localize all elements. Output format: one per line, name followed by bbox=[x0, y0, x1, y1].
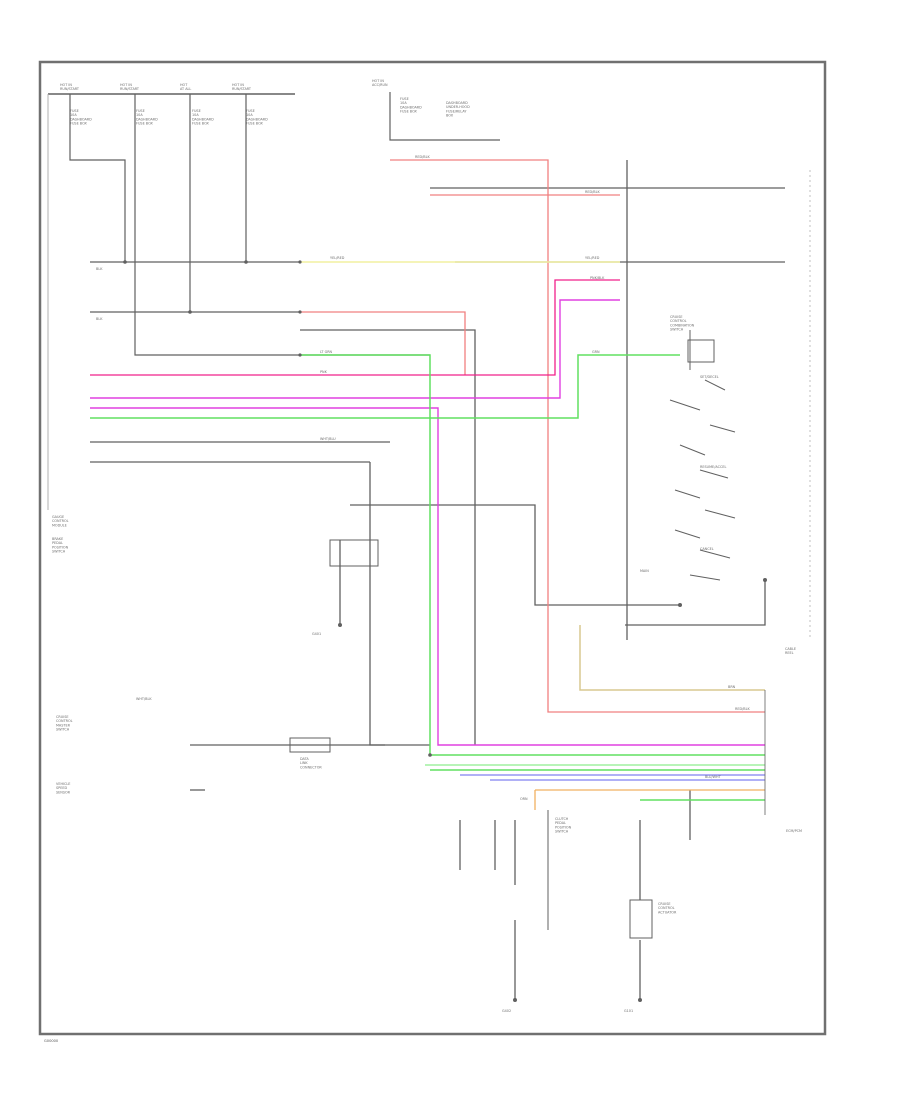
blue-wires bbox=[460, 774, 765, 781]
wire-label-yel-2: YEL/RED bbox=[585, 256, 600, 260]
wire-label-wht-1: WHT/BLU bbox=[320, 437, 336, 441]
component-ground-1: G401 bbox=[312, 632, 321, 636]
wire-label-wht-2: WHT/BLK bbox=[136, 697, 152, 701]
component-ground-2: G402 bbox=[502, 1009, 511, 1013]
connector-dots bbox=[123, 260, 767, 1002]
combination-switch-contacts bbox=[289, 330, 736, 939]
switch-main: MAIN bbox=[640, 569, 649, 573]
wire-label-yel-1: YEL/RED bbox=[330, 256, 345, 260]
wire-label-grn-1: LT GRN bbox=[320, 350, 333, 354]
green-wires bbox=[90, 354, 765, 801]
wire-label-blk-1: BLK bbox=[96, 267, 103, 271]
diagram-frame bbox=[38, 60, 827, 1036]
orange-wire bbox=[534, 789, 765, 810]
fuse-drops bbox=[69, 92, 500, 356]
wire-label-pnk-2: PNK/BLK bbox=[590, 276, 605, 280]
wire-label-grn-2: GRN bbox=[592, 350, 600, 354]
pink-wires bbox=[90, 279, 620, 376]
wire-label-red-2: RED/BLK bbox=[585, 190, 600, 194]
wire-label-org-1: ORN bbox=[520, 797, 528, 801]
wire-label-brn-1: BRN bbox=[728, 685, 736, 689]
switch-resume-accel: RESUME/ACCEL bbox=[700, 465, 726, 469]
wire-label-blk-2: BLK bbox=[96, 317, 103, 321]
magenta-wires bbox=[90, 299, 765, 746]
switch-set-decel: SET/DECEL bbox=[700, 375, 719, 379]
switch-cancel: CANCEL bbox=[700, 547, 714, 551]
component-ground-3: G101 bbox=[624, 1009, 633, 1013]
wire-label-red-3: RED/BLK bbox=[735, 707, 750, 711]
component-ecm: ECM/PCM bbox=[786, 829, 802, 833]
wire-label-red-1: RED/BLK bbox=[415, 155, 430, 159]
wire-label-blu-1: BLU/WHT bbox=[705, 775, 722, 779]
red-wires bbox=[300, 159, 765, 713]
tan-wire bbox=[579, 625, 765, 691]
footer-code: G00000 bbox=[44, 1039, 59, 1043]
wire-label-pnk-1: PNK bbox=[320, 370, 328, 374]
